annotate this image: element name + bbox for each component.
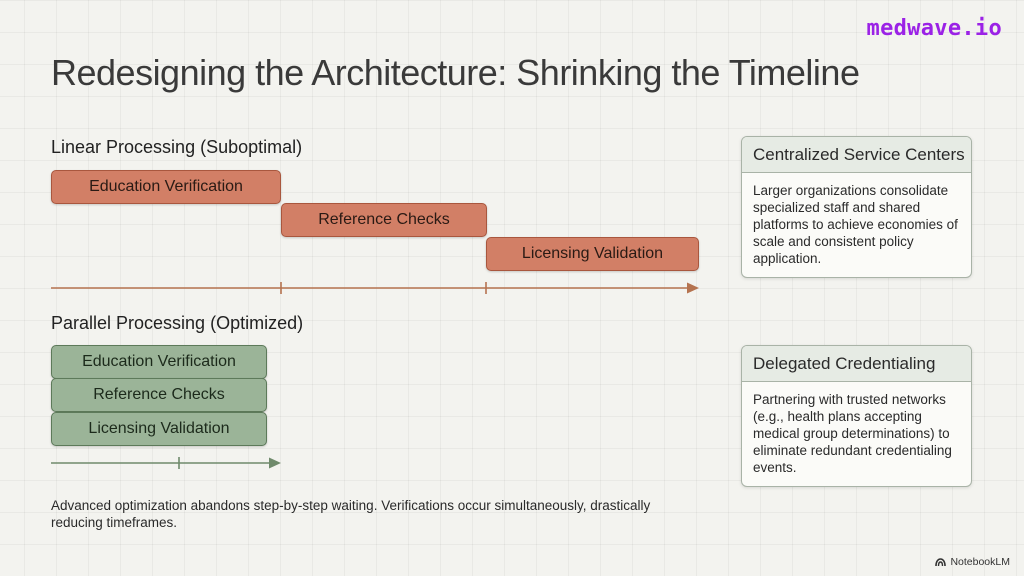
parallel-processing-label: Parallel Processing (Optimized) (51, 313, 304, 333)
notebooklm-logo-icon (935, 557, 947, 566)
slide-title: Redesigning the Architecture: Shrinking … (51, 52, 860, 93)
parallel-step-reference-checks: Reference Checks (51, 378, 267, 412)
parallel-step-licensing-validation: Licensing Validation (51, 412, 267, 446)
linear-step-reference-checks: Reference Checks (281, 203, 487, 237)
footer-branding: NotebookLM (935, 556, 1010, 568)
caption-text: Advanced optimization abandons step-by-s… (51, 498, 651, 530)
card-title: Centralized Service Centers (742, 137, 971, 173)
linear-timeline-arrow (51, 282, 699, 294)
parallel-step-education-verification: Education Verification (51, 345, 267, 379)
linear-step-education-verification: Education Verification (51, 170, 281, 204)
brand-watermark: medwave.io (866, 16, 1002, 41)
card-body: Larger organizations consolidate special… (753, 183, 958, 266)
parallel-timeline-arrow (51, 457, 281, 469)
card-title: Delegated Credentialing (742, 346, 971, 382)
card-body: Partnering with trusted networks (e.g., … (753, 392, 952, 475)
footer-label: NotebookLM (950, 556, 1010, 568)
linear-step-licensing-validation: Licensing Validation (486, 237, 699, 271)
centralized-service-centers-card: Centralized Service Centers Larger organ… (741, 136, 972, 278)
delegated-credentialing-card: Delegated Credentialing Partnering with … (741, 345, 972, 487)
linear-processing-label: Linear Processing (Suboptimal) (51, 137, 303, 157)
